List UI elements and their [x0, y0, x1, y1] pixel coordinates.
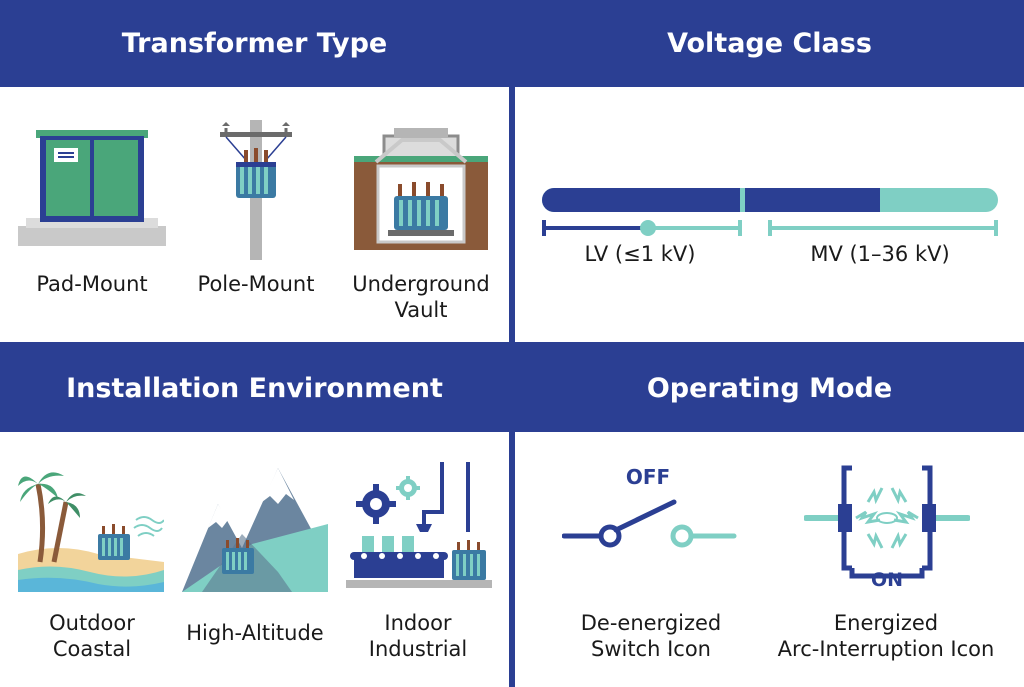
- pole-mount-label-line1: Pole-Mount: [197, 272, 315, 296]
- lv-range-bracket: [542, 220, 742, 236]
- pole-mount-label: Pole-Mount: [180, 271, 332, 297]
- high-altitude-label-line1: High-Altitude: [186, 621, 324, 645]
- header-voltage-class-text: Voltage Class: [667, 28, 872, 59]
- indoor-industrial-label: Indoor Industrial: [340, 610, 496, 662]
- underground-vault-icon: [354, 128, 488, 250]
- energized-label-line2: Arc-Interruption Icon: [777, 637, 995, 661]
- header-transformer-type: Transformer Type: [0, 0, 509, 87]
- on-text: ON: [871, 569, 903, 590]
- mv-range-bracket: [768, 220, 998, 236]
- pad-mount-label: Pad-Mount: [14, 271, 170, 297]
- high-altitude-label: High-Altitude: [172, 620, 338, 646]
- outdoor-coastal-label: Outdoor Coastal: [14, 610, 170, 662]
- pad-mount-label-line1: Pad-Mount: [36, 272, 148, 296]
- lv-label: LV (≤1 kV): [584, 242, 696, 266]
- factory-conveyor-icon: [346, 462, 492, 588]
- small-gear-icon: [396, 476, 420, 500]
- header-operating-mode-text: Operating Mode: [646, 373, 893, 404]
- indoor-industrial-label-line1: Indoor: [384, 611, 452, 635]
- header-operating-mode: Operating Mode: [515, 345, 1024, 432]
- deenergized-switch-icon: OFF: [562, 465, 737, 548]
- underground-vault-label: Underground Vault: [340, 271, 502, 323]
- deenergized-label-line1: De-energized: [580, 611, 722, 635]
- mountain-icon: [182, 468, 328, 592]
- underground-vault-label-line2: Vault: [394, 298, 448, 322]
- coastal-palm-icon: [18, 472, 164, 592]
- outdoor-coastal-label-line1: Outdoor: [49, 611, 135, 635]
- off-text: OFF: [626, 465, 670, 489]
- header-installation-environment: Installation Environment: [0, 345, 509, 432]
- indoor-industrial-label-line2: Industrial: [368, 637, 468, 661]
- pad-mount-transformer-icon: [18, 130, 166, 246]
- header-installation-environment-text: Installation Environment: [66, 373, 443, 404]
- gear-icon: [356, 484, 396, 524]
- energized-label: Energized Arc-Interruption Icon: [760, 610, 1012, 662]
- outdoor-coastal-label-line2: Coastal: [52, 637, 132, 661]
- header-voltage-class: Voltage Class: [515, 0, 1024, 87]
- header-transformer-type-text: Transformer Type: [121, 28, 388, 59]
- voltage-scale: [542, 188, 998, 236]
- horizontal-divider: [0, 342, 1024, 345]
- deenergized-label: De-energized Switch Icon: [560, 610, 742, 662]
- pole-mount-transformer-icon: [220, 120, 292, 260]
- mv-label: MV (1–36 kV): [810, 242, 950, 266]
- energized-arc-interruption-icon: ON: [804, 465, 970, 590]
- deenergized-label-line2: Switch Icon: [590, 637, 711, 661]
- energized-label-line1: Energized: [833, 611, 939, 635]
- underground-vault-label-line1: Underground: [352, 272, 490, 296]
